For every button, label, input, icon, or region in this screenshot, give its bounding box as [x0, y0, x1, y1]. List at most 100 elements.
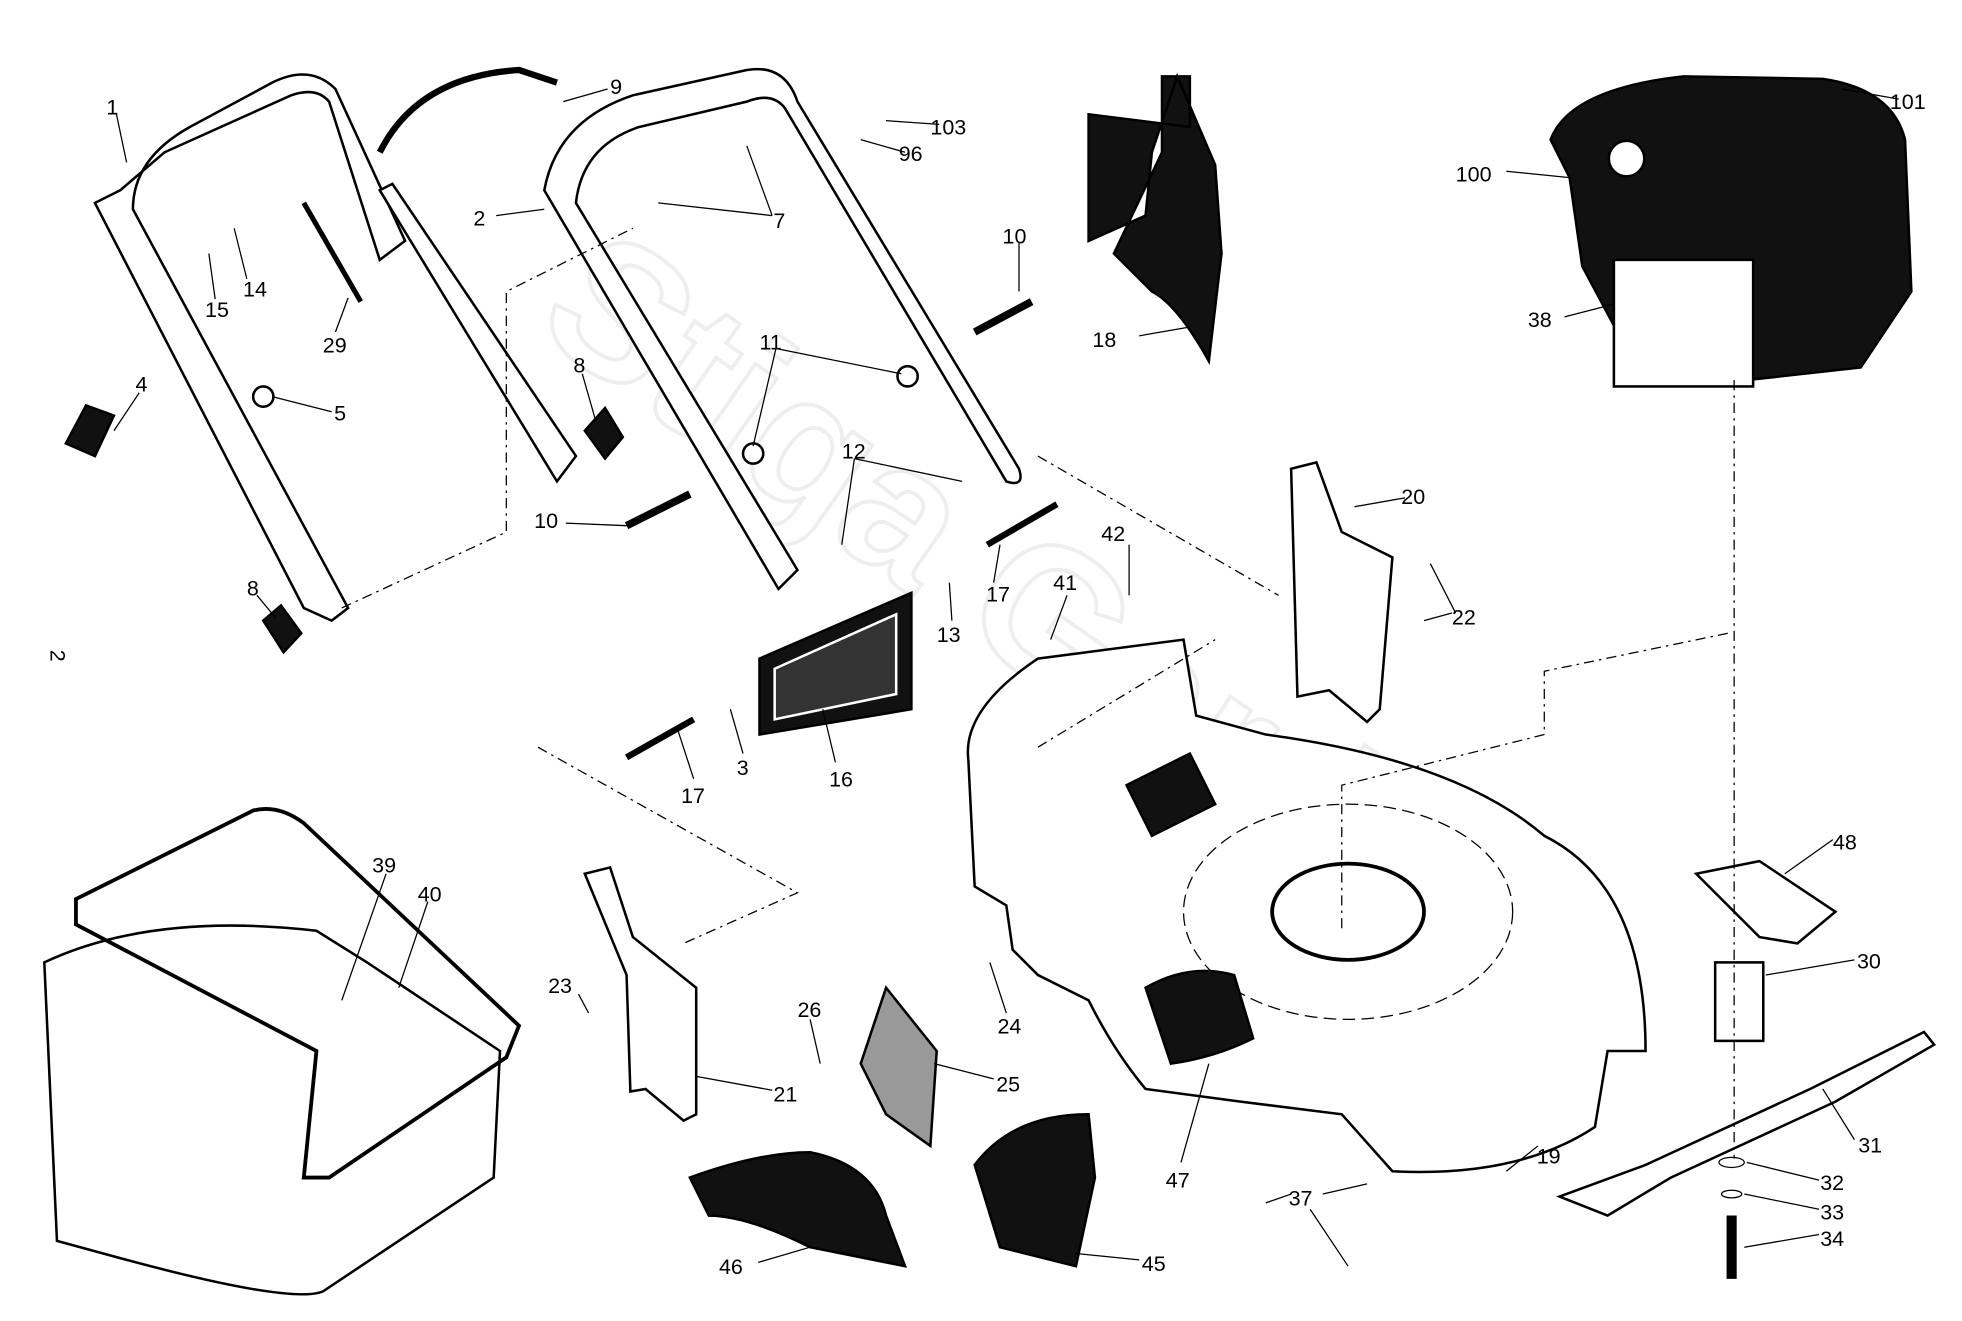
- leader-line: [676, 728, 695, 780]
- nut-5: [251, 385, 275, 408]
- part-label-p1: 1: [106, 95, 118, 119]
- knob-4: [64, 403, 116, 458]
- part-label-p18: 18: [1092, 328, 1116, 352]
- leader-line: [233, 228, 248, 280]
- part-label-p8a: 8: [573, 354, 585, 378]
- cable-29: [301, 201, 363, 303]
- leader-line: [113, 392, 140, 432]
- part-label-p47: 47: [1166, 1169, 1190, 1193]
- assembly-line: [341, 227, 634, 609]
- part-label-p23: 23: [548, 974, 572, 998]
- part-label-p4: 4: [135, 373, 147, 397]
- leader-line: [841, 458, 856, 545]
- leader-line: [746, 145, 773, 216]
- knob-8a: [583, 405, 625, 461]
- leader-line: [934, 1063, 994, 1080]
- part-label-p48: 48: [1833, 831, 1857, 855]
- leader-line: [496, 208, 545, 217]
- leader-line: [565, 522, 627, 527]
- leader-lines: [113, 88, 1899, 1267]
- leader-line: [1265, 1193, 1292, 1204]
- part-label-p38: 38: [1528, 308, 1552, 332]
- part-label-p40: 40: [418, 883, 442, 907]
- discharge-cover-45: [973, 1113, 1097, 1268]
- rod-17b: [625, 716, 696, 761]
- leader-line: [658, 202, 773, 217]
- bracket-48: [1693, 859, 1838, 945]
- part-label-p2: 2: [473, 207, 485, 231]
- leader-line: [1322, 1183, 1368, 1195]
- part-label-p3: 3: [737, 756, 749, 780]
- leader-line: [696, 1075, 773, 1091]
- deck-side-discharge: [1144, 969, 1255, 1066]
- leader-line: [1564, 303, 1615, 318]
- washer-32: [1718, 1156, 1745, 1169]
- part-label-p7: 7: [773, 209, 785, 233]
- part-label-p34: 34: [1820, 1227, 1844, 1251]
- leader-line: [1746, 1161, 1820, 1181]
- leader-line: [993, 544, 1001, 583]
- leader-line: [1180, 1063, 1210, 1163]
- rod-17a: [985, 501, 1059, 548]
- part-label-p22: 22: [1452, 605, 1476, 629]
- leader-line: [256, 594, 277, 619]
- nut-11b: [741, 442, 765, 465]
- part-label-p30: 30: [1857, 950, 1881, 974]
- deflector-25: [859, 985, 938, 1149]
- leader-line: [1139, 326, 1190, 337]
- leader-line: [809, 1019, 821, 1064]
- leader-line: [1744, 1233, 1820, 1248]
- bolt-10a: [624, 490, 692, 530]
- leader-line: [1505, 1145, 1539, 1172]
- leader-line: [1354, 497, 1406, 508]
- leader-line: [1841, 88, 1899, 100]
- part-label-p10b: 10: [1003, 224, 1027, 248]
- leader-line: [729, 709, 744, 754]
- deck-chute-opening: [1124, 751, 1217, 838]
- part-label-p15: 15: [205, 298, 229, 322]
- leader-line: [758, 1246, 811, 1263]
- oil-cap: [1607, 139, 1646, 178]
- part-label-p45: 45: [1142, 1252, 1166, 1276]
- mulch-cover-46: [688, 1150, 908, 1268]
- leader-line: [577, 993, 590, 1014]
- part-label-p39: 39: [372, 854, 396, 878]
- part-label-p103: 103: [930, 116, 966, 140]
- part-label-p17a: 17: [986, 583, 1010, 607]
- leader-line: [1784, 839, 1834, 875]
- leader-line: [1050, 595, 1068, 640]
- part-label-p12: 12: [842, 440, 866, 464]
- leader-line: [563, 88, 608, 103]
- control-bar-cable: [376, 66, 558, 154]
- leader-line: [886, 120, 940, 126]
- part-label-p46: 46: [719, 1255, 743, 1279]
- upper-handle: [542, 67, 1022, 592]
- leader-line: [115, 114, 128, 163]
- leader-line: [752, 348, 777, 447]
- handle-bracket: [377, 182, 578, 484]
- part-label-p96: 96: [899, 142, 923, 166]
- part-label-p41: 41: [1053, 571, 1077, 595]
- assembly-line: [1341, 632, 1728, 931]
- part-label-p19: 19: [1537, 1145, 1561, 1169]
- assembly-line: [537, 746, 799, 944]
- height-adjuster-20: [1289, 460, 1394, 724]
- deck-motor-opening: [1270, 861, 1426, 962]
- height-adjuster-21: [583, 865, 698, 1123]
- part-label-p14: 14: [243, 278, 267, 302]
- mulch-plug: [1087, 72, 1223, 366]
- part-label-p20: 20: [1401, 485, 1425, 509]
- part-label-p11: 11: [759, 331, 781, 355]
- leader-line: [1423, 612, 1453, 622]
- part-label-p9: 9: [610, 75, 622, 99]
- part-label-p8b: 8: [247, 576, 259, 600]
- knob-8b: [261, 603, 303, 655]
- part-label-p101: 101: [1890, 90, 1926, 114]
- leader-line: [854, 457, 963, 483]
- nut-11a: [896, 364, 919, 388]
- leader-line: [1429, 563, 1457, 614]
- leader-line: [341, 873, 387, 1001]
- leader-line: [398, 901, 429, 988]
- engine-block: [1612, 258, 1755, 388]
